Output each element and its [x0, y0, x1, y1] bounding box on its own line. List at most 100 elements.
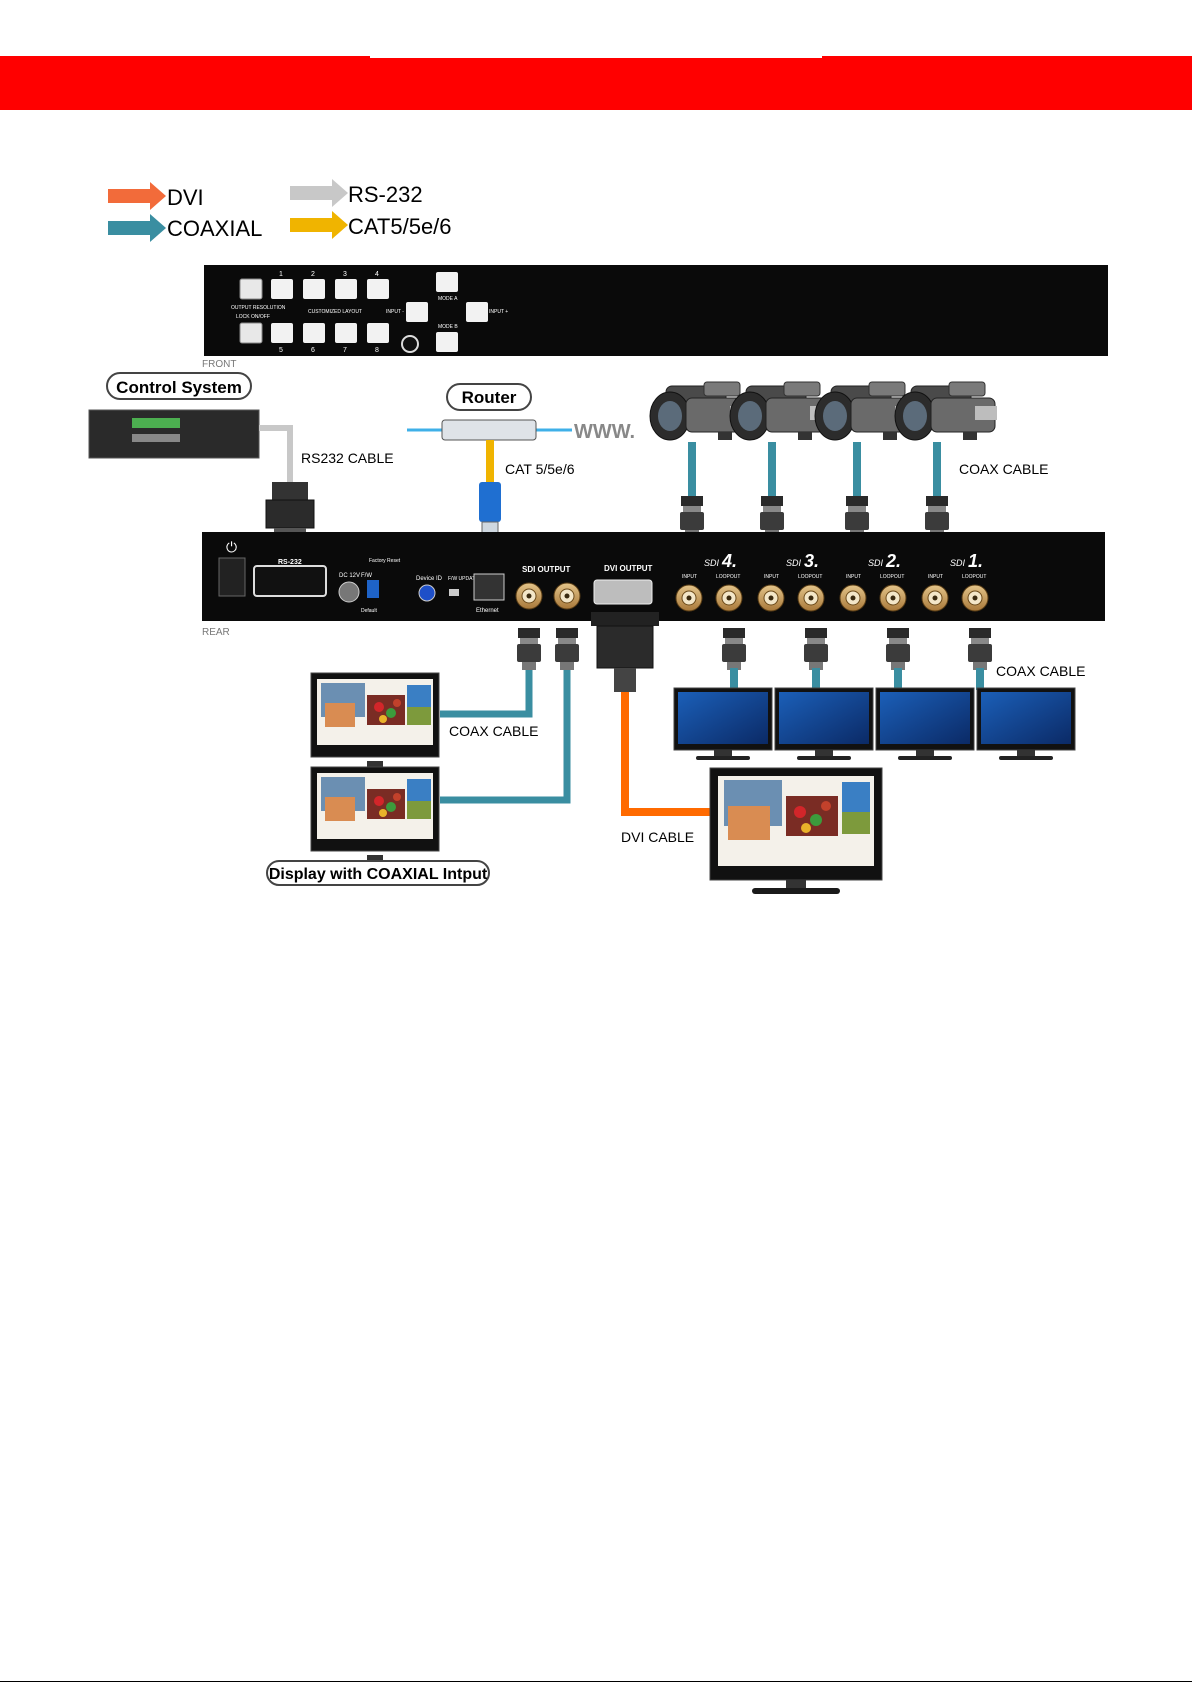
- loopout-label: LOOPOUT: [798, 574, 822, 580]
- layout-buttons-top: 1 2 3 4: [271, 271, 389, 299]
- ethernet-label: Ethernet: [476, 608, 499, 614]
- layout-button-5[interactable]: [271, 323, 293, 343]
- sdi-input-port: [757, 584, 785, 612]
- rear-panel-body: [202, 532, 1105, 621]
- legend: DVI COAXIAL RS-232 CAT5/5e/6: [108, 179, 452, 242]
- cameras: [649, 381, 998, 538]
- camera-coax-line: [853, 442, 861, 498]
- control-system-keys: [132, 434, 180, 442]
- legend-cat-label: CAT5/5e/6: [348, 214, 452, 239]
- sdi-input-group-4: SDI 4. INPUT LOOPOUT: [675, 551, 743, 612]
- dvi-cable-line: [621, 692, 712, 816]
- coax-display-1: [310, 672, 440, 775]
- legend-coaxial: COAXIAL: [108, 214, 262, 242]
- legend-cat-arrow: [332, 211, 348, 239]
- fw-label: F/W: [361, 573, 372, 579]
- legend-dvi-swatch: [108, 189, 152, 203]
- sdi-loopout-port: [879, 584, 907, 612]
- input-label: INPUT: [928, 574, 943, 580]
- device-id-dial[interactable]: [418, 584, 436, 602]
- legend-cat-swatch: [290, 218, 334, 232]
- input-plus-label: INPUT +: [489, 309, 508, 315]
- router: Router WWW.: [407, 383, 635, 443]
- power-switch[interactable]: [218, 557, 246, 597]
- input-plus-button[interactable]: [466, 302, 488, 322]
- output-resolution-button[interactable]: [239, 278, 263, 300]
- rj45-connector: [479, 482, 501, 537]
- loopout-plug: [886, 628, 910, 670]
- loopout-coax-line: [894, 668, 902, 690]
- loopout-coax-line: [812, 668, 820, 690]
- layout-button-7[interactable]: [335, 323, 357, 343]
- input-label: INPUT: [682, 574, 697, 580]
- display-coaxial-label: Display with COAXIAL Intput: [269, 866, 488, 883]
- sdi-input-port: [675, 584, 703, 612]
- layout-buttons-bottom: 5 6 7 8: [271, 323, 389, 354]
- control-system-label: Control System: [116, 378, 242, 397]
- router-badge: [446, 383, 532, 411]
- legend-rs232-arrow: [332, 179, 348, 207]
- sdi-loopout-port: [715, 584, 743, 612]
- ir-sensor-icon: [401, 335, 419, 353]
- loopout-label: LOOPOUT: [962, 574, 986, 580]
- button-number: 8: [375, 347, 379, 354]
- loopout-label: LOOPOUT: [716, 574, 740, 580]
- mode-b-button[interactable]: [436, 332, 458, 352]
- default-label: Default: [361, 608, 377, 614]
- button-number: 7: [343, 347, 347, 354]
- sdi-number: 2.: [885, 551, 901, 571]
- camera-coax-plug: [845, 496, 869, 538]
- legend-dvi: DVI: [108, 182, 204, 210]
- rear-label: REAR: [202, 627, 230, 638]
- camera-coax-plug: [760, 496, 784, 538]
- button-number: 6: [311, 347, 315, 354]
- router-label: Router: [462, 388, 517, 407]
- lock-button[interactable]: [239, 322, 263, 344]
- layout-button-1[interactable]: [271, 279, 293, 299]
- button-number: 3: [343, 271, 347, 278]
- input-label: INPUT: [764, 574, 779, 580]
- sdi-input-group-2: SDI 2. INPUT LOOPOUT: [839, 551, 907, 612]
- layout-button-2[interactable]: [303, 279, 325, 299]
- cat-cable-line: [486, 440, 494, 484]
- device-id-label: Device ID: [416, 576, 443, 582]
- power-icon: ⏻: [226, 539, 237, 555]
- sdi-output-plug: [555, 628, 579, 670]
- loopout-plug: [968, 628, 992, 670]
- loopout-coax-line: [730, 668, 738, 690]
- fw-update-label: F/W UPDATE: [448, 576, 479, 582]
- legend-dvi-arrow: [150, 182, 166, 210]
- rs232-port-label: RS-232: [278, 559, 302, 566]
- sdi-input-port: [921, 584, 949, 612]
- button-number: 4: [375, 271, 379, 278]
- coax-cable-cameras-label: COAX CABLE: [959, 461, 1048, 477]
- sdi-number: 1.: [968, 551, 983, 571]
- control-system: Control System: [88, 372, 260, 459]
- front-label: FRONT: [202, 359, 236, 370]
- layout-button-3[interactable]: [335, 279, 357, 299]
- sdi-prefix: SDI: [868, 558, 884, 568]
- loopout-label: LOOPOUT: [880, 574, 904, 580]
- camera-coax-plug: [680, 496, 704, 538]
- layout-button-8[interactable]: [367, 323, 389, 343]
- sdi-input-group-1: SDI 1. INPUT LOOPOUT: [921, 551, 989, 612]
- input-minus-button[interactable]: [406, 302, 428, 322]
- mode-a-button[interactable]: [436, 272, 458, 292]
- control-system-display: [132, 418, 180, 428]
- output-resolution-label: OUTPUT RESOLUTION: [231, 305, 286, 311]
- layout-button-6[interactable]: [303, 323, 325, 343]
- camera-coax-plug: [925, 496, 949, 538]
- sdi-output-port: [515, 582, 543, 610]
- dip-switch[interactable]: [367, 580, 379, 598]
- monitor-4: [673, 687, 773, 761]
- loopout-plug: [804, 628, 828, 670]
- sdi-output-port: [553, 582, 581, 610]
- camera-coax-line: [688, 442, 696, 498]
- legend-rs232: RS-232: [290, 179, 423, 207]
- dvi-connector: [591, 612, 659, 692]
- legend-coaxial-swatch: [108, 221, 152, 235]
- layout-button-4[interactable]: [367, 279, 389, 299]
- control-system-badge: [106, 372, 252, 400]
- legend-coaxial-label: COAXIAL: [167, 216, 262, 241]
- sdi-input-port: [839, 584, 867, 612]
